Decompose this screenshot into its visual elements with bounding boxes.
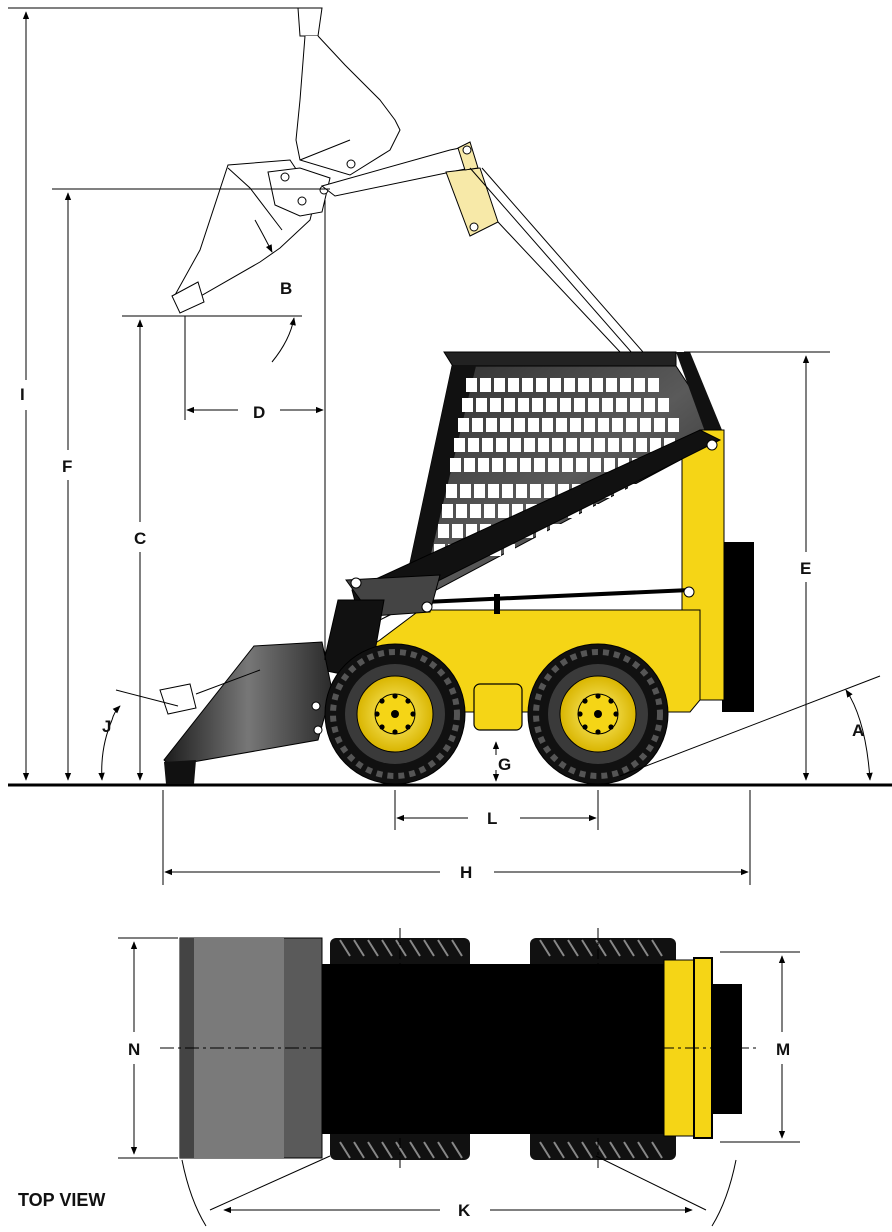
dimension-lines-top: [118, 937, 800, 1227]
top-view: [118, 928, 800, 1227]
label-G: G: [498, 755, 511, 774]
dimension-labels: I F C B D E A J G L H N M K TOP VIEW: [18, 279, 864, 1220]
label-A: A: [852, 721, 864, 740]
label-I: I: [20, 385, 25, 404]
raised-bucket-dump: [295, 7, 401, 176]
side-view: [8, 7, 892, 885]
top-view-body: [322, 964, 698, 1134]
label-C: C: [134, 529, 146, 548]
raised-bucket-curl: [171, 159, 356, 314]
label-E: E: [800, 559, 811, 578]
label-B: B: [280, 279, 292, 298]
front-wheel: [324, 643, 466, 785]
label-K: K: [458, 1201, 471, 1220]
label-L: L: [487, 809, 497, 828]
label-M: M: [776, 1040, 790, 1059]
label-N: N: [128, 1040, 140, 1059]
top-view-title: TOP VIEW: [18, 1190, 105, 1210]
label-J: J: [102, 717, 111, 736]
rear-wheel: [527, 643, 669, 785]
lowered-bucket: [159, 641, 333, 784]
dimension-lines-side: [8, 7, 881, 885]
top-view-bucket: [179, 937, 323, 1159]
label-D: D: [253, 403, 265, 422]
label-F: F: [62, 457, 72, 476]
label-H: H: [460, 863, 472, 882]
